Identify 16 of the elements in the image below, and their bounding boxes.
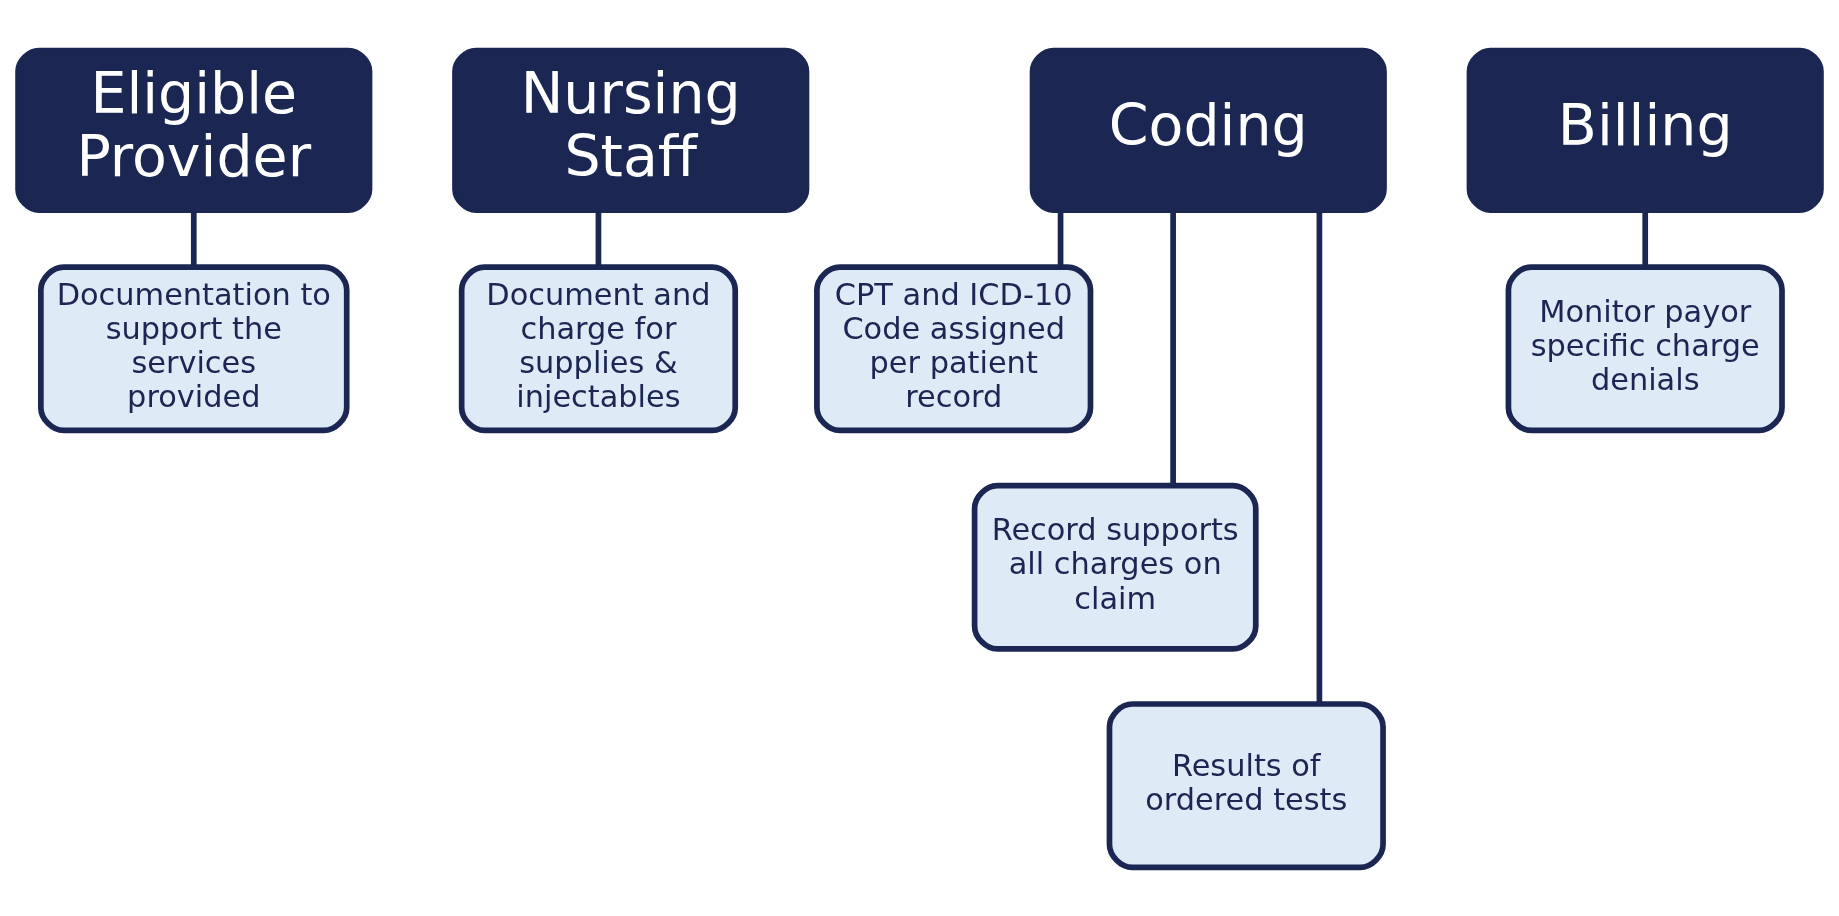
node-box: Document and charge for supplies & injectables — [458, 264, 739, 434]
node-box: Nursing Staff — [452, 47, 810, 213]
node-box: Monitor payor specific charge denials — [1505, 264, 1785, 434]
node-box: Documentation to support the services provided — [38, 264, 350, 434]
connector — [190, 212, 197, 268]
node-box: Coding — [1029, 47, 1387, 213]
node-box: Record supports all charges on claim — [971, 482, 1259, 652]
connector — [1170, 212, 1176, 486]
node-box: CPT and ICD-10 Code assigned per patient record — [814, 264, 1094, 434]
connector — [1057, 212, 1064, 268]
connector — [1642, 212, 1649, 268]
node-box: Eligible Provider — [15, 47, 373, 213]
connector — [595, 212, 602, 268]
node-box: Results of ordered tests — [1106, 701, 1386, 871]
node-box: Billing — [1466, 47, 1824, 213]
connector — [1316, 212, 1323, 704]
